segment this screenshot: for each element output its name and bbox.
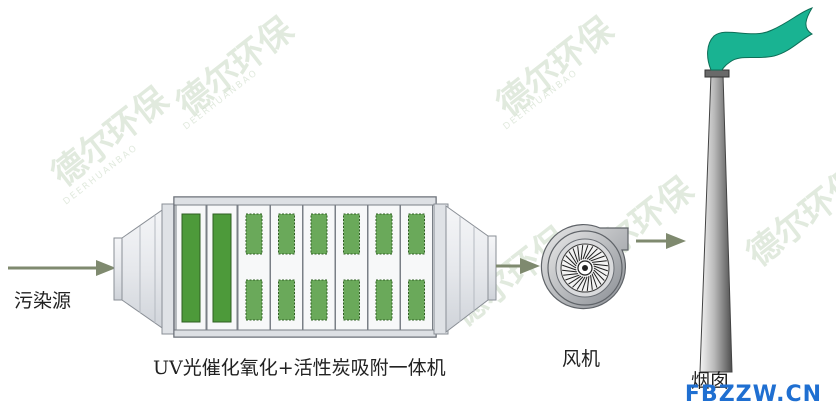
carbon-cell [310,213,328,255]
carbon-cell [245,279,263,321]
fan-blade [593,265,608,272]
inlet-duct [113,203,177,335]
fan-blade [563,259,577,269]
arrow-to-chimney [636,233,686,249]
fan-blade [562,264,577,271]
fan-blade [584,246,594,260]
carbon-cell [343,279,360,321]
fan-blade [572,248,579,263]
fan-blade [565,274,580,281]
fan-blade [592,271,602,285]
brand-watermark: FBZZW.CN [684,382,822,407]
fan-blade [572,276,584,288]
fan-blade [581,276,588,291]
uv-lamp-section [175,204,238,331]
outlet-duct [433,203,497,335]
carbon-cell [245,213,263,255]
fan [540,223,629,310]
fan-blade [586,248,598,260]
fan-blade [593,269,605,281]
fan-label: 风机 [562,348,601,370]
fan-blade [586,276,590,291]
arrow-to-fan [496,258,540,274]
fan-blade [568,275,582,285]
chimney-label: 烟囱 [691,370,730,392]
fan-blade [563,273,579,276]
pollution-source-label: 污染源 [14,290,72,312]
fan-blade [568,251,578,265]
carbon-section [237,204,433,331]
carbon-cell [343,213,360,255]
fan-blade [565,255,577,267]
carbon-cell [278,279,295,321]
fan-blade [591,273,598,288]
uv-carbon-unit [173,196,437,338]
fan-blade [590,255,605,262]
carbon-cell [375,213,393,255]
carbon-cell [310,279,328,321]
carbon-cell [408,213,425,255]
equipment-label: UV光催化氧化+活性炭吸附一体机 [153,357,446,379]
chimney [699,7,814,373]
fan-blade [593,263,608,267]
inlet-arrow [8,260,116,276]
fan-blade [577,246,580,262]
fan-blade [576,276,586,290]
carbon-cell [278,213,295,255]
exhaust-plume [707,7,814,71]
fan-blade [593,267,607,277]
fan-blade [588,251,602,261]
fan-blade [590,274,593,290]
fan-blade [580,245,584,260]
fan-blade [582,245,589,260]
carbon-cell [408,279,425,321]
carbon-cell [375,279,393,321]
fan-blade [591,260,607,263]
fan-blade [562,269,577,273]
fan-impeller [562,245,608,291]
